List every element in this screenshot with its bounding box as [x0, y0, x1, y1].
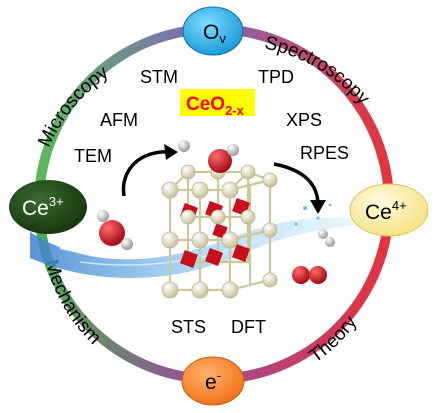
hydroxyl-molecule-center [208, 144, 239, 173]
node-ce4-text: Ce [365, 201, 392, 224]
node-electron: e- [181, 356, 245, 406]
node-oxygen-vacancy-text: O [203, 21, 219, 44]
oxygen-molecule [292, 266, 327, 284]
technique-dft: DFT [231, 317, 266, 337]
arrow-left [121, 150, 171, 197]
water-splash [30, 203, 380, 279]
water-molecule-left [97, 210, 133, 250]
hydrogen-pair [318, 229, 335, 247]
ceria-label: CeO2-x [180, 89, 255, 118]
node-oxygen-vacancy: Ov [182, 6, 244, 56]
node-ce3: Ce3+ [9, 180, 87, 234]
arrow-right-head [310, 200, 326, 214]
ceria-label-sub: 2-x [225, 103, 245, 118]
svg-text:CeO2-x: CeO2-x [186, 94, 245, 118]
node-oxygen-vacancy-sub: v [219, 31, 226, 46]
technique-rpes: RPES [300, 143, 349, 163]
svg-text:Ce3+: Ce3+ [22, 194, 64, 220]
arrow-right [273, 162, 320, 206]
technique-xps: XPS [286, 110, 322, 130]
node-electron-text: e [205, 371, 217, 394]
reaction-arrows [121, 150, 320, 206]
svg-text:e-: e- [205, 368, 221, 394]
node-electron-sup: - [217, 368, 221, 383]
node-ce4: Ce4+ [349, 183, 429, 237]
technique-tem: TEM [74, 146, 112, 166]
svg-text:Ov: Ov [203, 21, 226, 46]
hydrogen-atom [178, 140, 190, 152]
technique-sts: STS [171, 317, 206, 337]
technique-tpd: TPD [258, 67, 294, 87]
node-ce3-text: Ce [22, 197, 49, 220]
arc-label-theory: Theory [306, 312, 362, 367]
node-ce3-sup: 3+ [49, 194, 64, 209]
arrow-left-head [164, 144, 178, 160]
ceria-label-base: CeO [186, 94, 225, 115]
node-ce4-sup: 4+ [392, 198, 407, 213]
svg-text:Ce4+: Ce4+ [365, 198, 407, 224]
technique-stm: STM [140, 67, 178, 87]
technique-afm: AFM [100, 110, 138, 130]
arc-label-microscopy: Microscopy [34, 62, 113, 151]
